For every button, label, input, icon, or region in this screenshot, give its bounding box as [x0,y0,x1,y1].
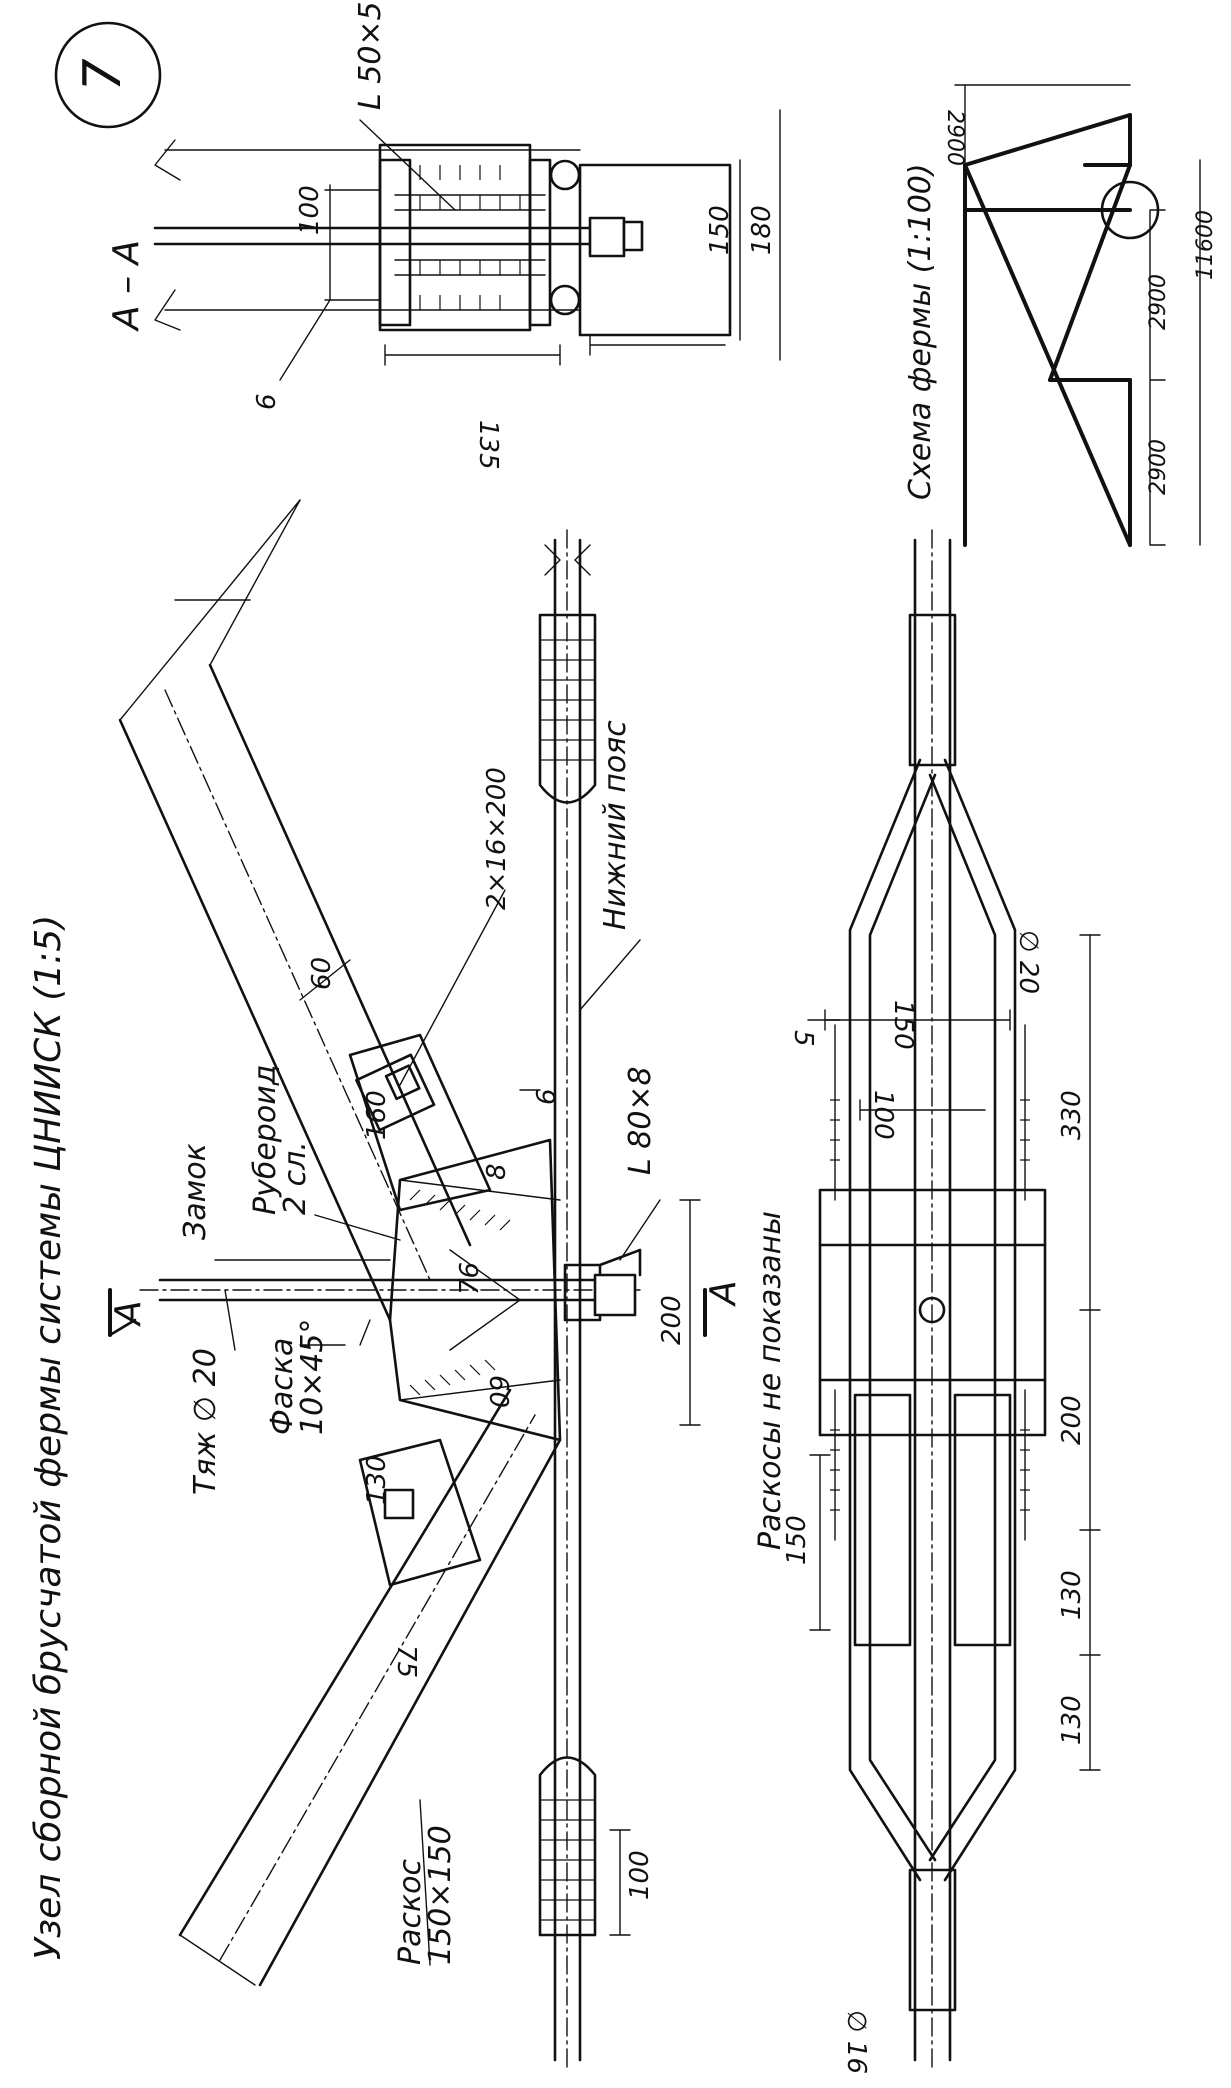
label-angle-80x8: L 80×8 [623,1066,658,1175]
coupling-hatch-top [540,639,595,761]
dim-6-mid: 6 [532,1088,562,1105]
scheme-dim-2900-a: 2900 [1146,274,1171,330]
section-marker-a-bottom: А [703,1280,744,1307]
wedge-hatching [409,1189,511,1396]
scheme-title: Схема фермы (1:100) [903,163,938,500]
label-lock: Замок [178,1143,213,1240]
dim-100-b: 100 [868,1090,898,1140]
label-rod-20: ∅ 20 [1013,930,1043,994]
label-angle-50x5: L 50×5 [353,1,388,110]
dim-76: 76 [455,1262,485,1295]
dim-150-c: 150 [782,1515,812,1565]
truss-scheme: Схема фермы (1:100) 2900 2900 2900 11600 [903,84,1218,547]
dim-135: 135 [473,420,503,470]
drawing-title: Узел сборной брусчатой фермы системы ЦНИ… [28,915,69,1960]
plan-hatching [830,1099,1030,1511]
dim-60-b: 60 [483,1375,513,1408]
main-node-elevation: А А Тяж ∅ 20 76 60 [108,499,744,2071]
dim-160: 160 [362,1090,392,1140]
label-chamfer-2: 10×45° [295,1319,330,1435]
node-number: 7 [73,58,133,91]
dim-130-a: 130 [362,1455,392,1505]
node-number-badge: 7 [54,21,162,129]
dim-200-b: 200 [1057,1395,1087,1445]
scheme-dim-2900-b: 2900 [1146,439,1171,495]
section-a-a-label: А – А [106,240,147,332]
dim-150-top: 150 [705,205,735,255]
dim-5: 5 [788,1030,818,1047]
label-plate: 2×16×200 [482,767,512,910]
dim-100-top: 100 [295,185,325,235]
label-bottom-chord: Нижний пояс [598,720,633,930]
dim-180: 180 [747,205,777,255]
label-ruberoid-1: Рубероид [248,1065,283,1215]
label-ruberoid-2: 2 сл. [278,1141,313,1215]
dim-60-a: 60 [307,957,337,990]
scheme-dim-2900-top: 2900 [942,110,967,166]
plan-view: Раскосы не показаны ∅ 16 330 [753,529,1101,2074]
dim-200-a: 200 [657,1295,687,1345]
dim-330: 330 [1057,1090,1087,1140]
section-a-a-view: 100 6 135 150 180 L 50×5 [153,1,781,470]
label-brace-1: Раскос [393,1859,428,1965]
dim-130-b: 130 [1057,1570,1087,1620]
coupling-hatch-bottom [540,1799,595,1921]
dim-150-b: 150 [888,1000,918,1050]
dim-8: 8 [482,1163,512,1180]
dim-6-top: 6 [252,393,282,410]
label-chamfer-1: Фаска [265,1338,300,1435]
label-tie-rod: Тяж ∅ 20 [188,1348,223,1495]
label-braces-not-shown: Раскосы не показаны [753,1211,788,1550]
label-rod-16: ∅ 16 [841,2010,871,2074]
hatching-a [419,165,521,310]
dim-100-left: 100 [625,1850,655,1900]
dim-130-c: 130 [1057,1695,1087,1745]
scheme-dim-11600: 11600 [1193,210,1218,280]
dim-75: 75 [391,1645,421,1678]
